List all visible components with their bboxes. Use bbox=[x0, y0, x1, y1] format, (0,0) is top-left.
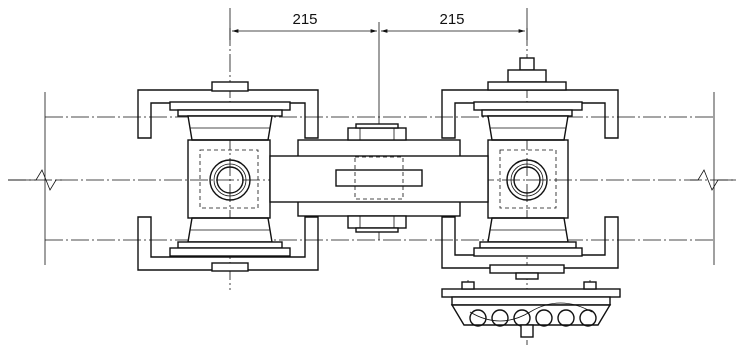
left-rail-profile-top bbox=[137, 89, 319, 139]
break-lines bbox=[8, 92, 736, 265]
right-break-symbol bbox=[690, 169, 736, 191]
right-bearing-outer bbox=[506, 159, 548, 201]
right-trolley bbox=[441, 57, 619, 274]
right-bearing-inner bbox=[513, 166, 541, 194]
carrier-top-plate bbox=[441, 288, 621, 298]
center-bolt-bottom bbox=[347, 215, 407, 229]
left-bearing-outer bbox=[209, 159, 251, 201]
left-bearing-inner bbox=[216, 166, 244, 194]
central-link bbox=[269, 123, 489, 233]
carrier-hook-stem bbox=[520, 324, 534, 338]
left-break-symbol bbox=[8, 169, 62, 191]
dimension-label-left: 215 bbox=[292, 11, 317, 28]
left-trolley bbox=[137, 81, 319, 272]
center-pin-block bbox=[335, 169, 423, 187]
dimension-label-right: 215 bbox=[439, 11, 464, 28]
dimension-group: 215 215 bbox=[229, 8, 528, 40]
left-rail-profile-bottom bbox=[137, 216, 319, 271]
right-rail-profile-bottom bbox=[441, 216, 619, 269]
load-carrier bbox=[441, 272, 621, 338]
right-rail-profile-top bbox=[441, 89, 619, 139]
center-bolt-top bbox=[347, 127, 407, 141]
